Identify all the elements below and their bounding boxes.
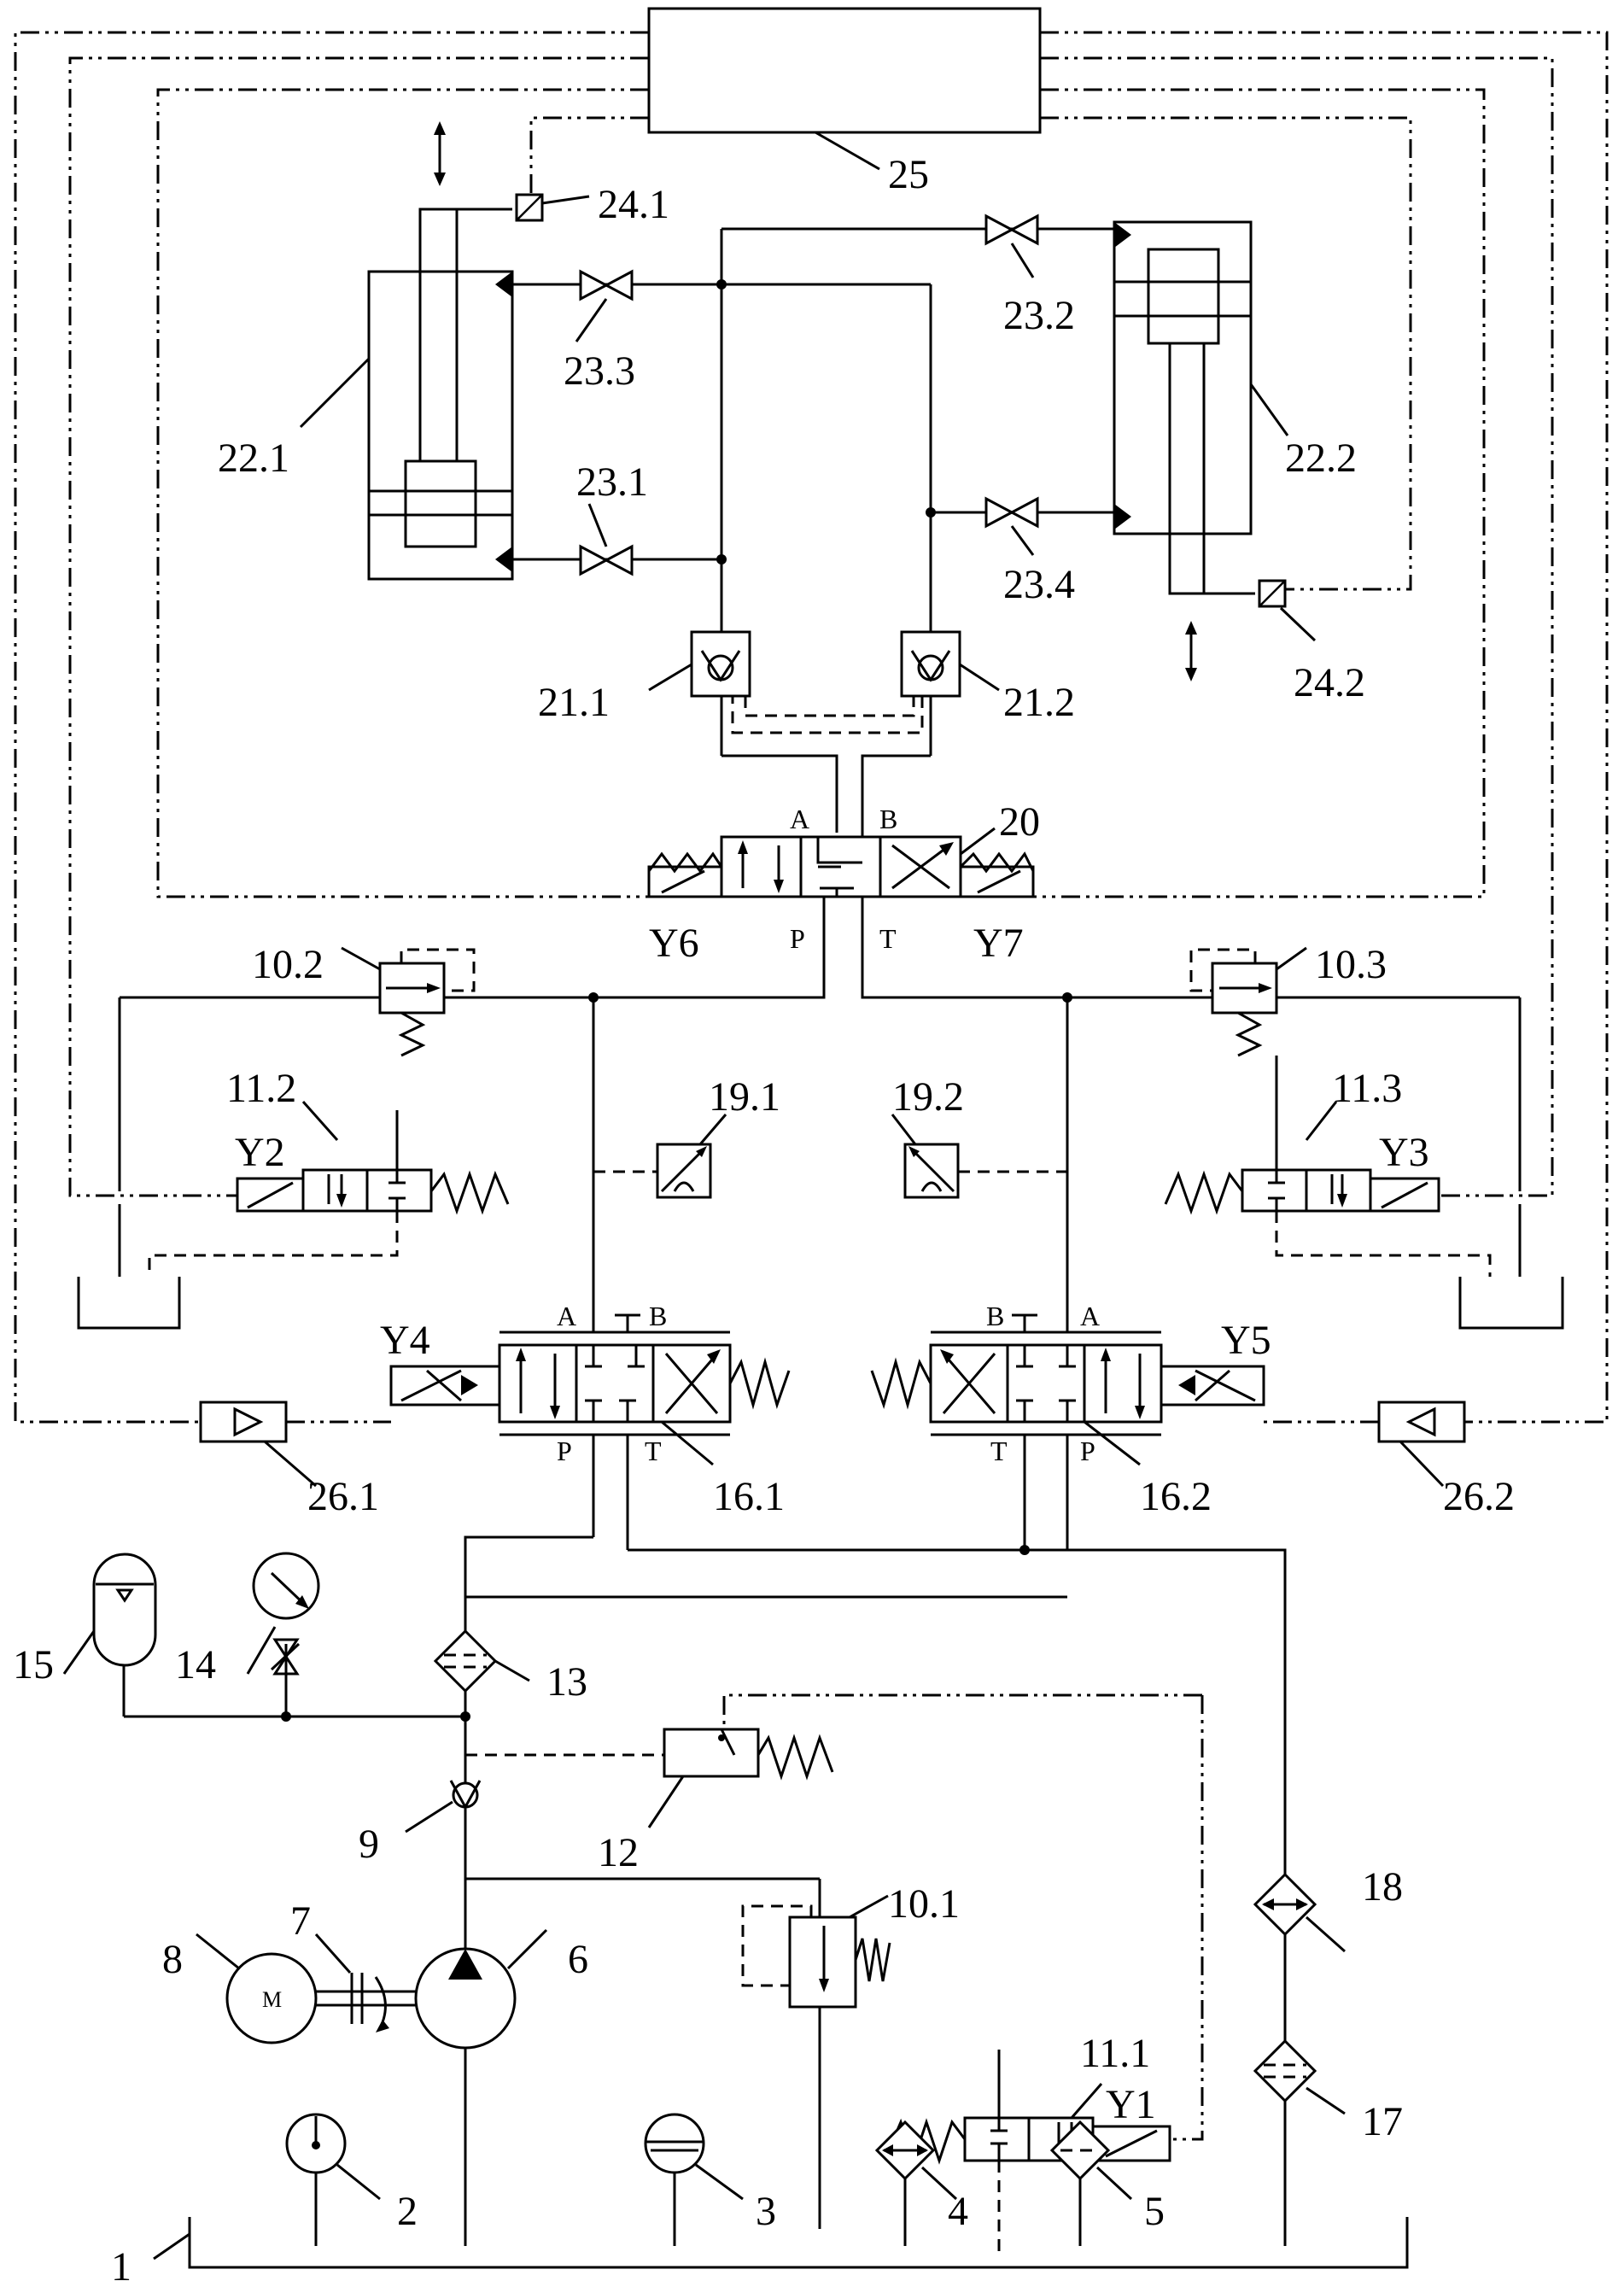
label-sensor-24-2: 24.2 <box>1294 660 1365 705</box>
label-filter-17: 17 <box>1362 2099 1403 2144</box>
label-valve-23-3: 23.3 <box>564 348 635 394</box>
solenoid-label-y5: Y5 <box>1221 1318 1271 1363</box>
filter-13 <box>435 1631 529 1691</box>
accumulator-15 <box>64 1554 155 1674</box>
label-tank-1: 1 <box>111 2244 131 2281</box>
port-20-t: T <box>879 923 897 954</box>
label-relief-10-2: 10.2 <box>252 942 324 987</box>
label-relief-10-1: 10.1 <box>888 1881 960 1927</box>
port-16-1-b: B <box>649 1301 667 1331</box>
valve-23-1 <box>581 504 632 574</box>
valve-23-4 <box>986 499 1037 555</box>
label-air-filter-4: 4 <box>948 2189 968 2234</box>
thermometer-2 <box>287 2114 380 2246</box>
port-20-p: P <box>790 923 805 954</box>
motor-symbol: M <box>262 1987 282 2012</box>
label-cylinder-22-1: 22.1 <box>218 436 289 481</box>
controller-25 <box>649 9 1040 169</box>
label-solenoid-11-3: 11.3 <box>1332 1066 1402 1111</box>
sensor-24-1 <box>517 195 589 220</box>
label-accumulator: 15 <box>13 1642 54 1687</box>
label-pressure-switch-12: 12 <box>598 1830 639 1875</box>
solenoid-label-y6: Y6 <box>649 921 699 966</box>
motion-arrows <box>434 121 1197 681</box>
solenoid-label-y7: Y7 <box>973 921 1024 966</box>
port-20-b: B <box>879 804 897 834</box>
label-controller: 25 <box>888 152 929 197</box>
solenoid-label-y3: Y3 <box>1379 1130 1429 1175</box>
label-solenoid-11-1: 11.1 <box>1080 2031 1150 2076</box>
label-solenoid-11-2: 11.2 <box>226 1066 296 1111</box>
solenoid-label-y4: Y4 <box>380 1318 430 1363</box>
label-valve-16-2: 16.2 <box>1140 1474 1212 1519</box>
label-valve-23-2: 23.2 <box>1003 293 1075 338</box>
label-valve-16-1: 16.1 <box>713 1474 785 1519</box>
label-motor-8: 8 <box>162 1937 183 1982</box>
coupling-7 <box>316 1934 416 2032</box>
reservoir-1 <box>154 2217 1407 2267</box>
label-pilot-check-21-1: 21.1 <box>538 680 610 725</box>
pilot-check-21-2 <box>902 632 999 756</box>
mid-piping <box>120 897 1520 1332</box>
sensor-19-2 <box>892 1114 1067 1197</box>
port-16-2-p: P <box>1080 1436 1095 1466</box>
port-20-a: A <box>790 804 809 834</box>
label-relief-10-3: 10.3 <box>1315 942 1387 987</box>
label-sensor-19-1: 19.1 <box>709 1074 780 1120</box>
solenoid-valve-11-3 <box>1165 1056 1490 1277</box>
port-16-2-t: T <box>990 1436 1008 1466</box>
label-cooler-18: 18 <box>1362 1864 1403 1910</box>
label-check-valve-9: 9 <box>359 1822 379 1867</box>
relief-10-3 <box>1191 948 1306 1056</box>
amplifier-26-1 <box>201 1402 316 1486</box>
pilot-check-21-1 <box>649 632 750 756</box>
labels: 25 24.1 23.2 23.3 22.1 22.2 23.1 23.4 21… <box>13 152 1515 2281</box>
port-16-2-a: A <box>1080 1301 1100 1331</box>
relief-10-2 <box>342 948 474 1056</box>
label-pump-6: 6 <box>568 1937 588 1982</box>
motor-8 <box>196 1934 316 2043</box>
label-coupling-7: 7 <box>290 1898 311 1944</box>
port-16-2-b: B <box>986 1301 1004 1331</box>
label-sensor-19-2: 19.2 <box>892 1074 964 1120</box>
tank-symbols <box>79 1277 1563 1328</box>
label-gauge-14: 14 <box>175 1642 216 1687</box>
check-valve-9 <box>406 1781 480 1832</box>
label-level-gauge-3: 3 <box>756 2189 776 2234</box>
solenoid-valve-11-2 <box>149 1102 508 1277</box>
gauge-14 <box>248 1553 318 1674</box>
label-valve-23-4: 23.4 <box>1003 562 1075 607</box>
pump-branch <box>465 1879 890 2229</box>
cylinder-22-1 <box>301 209 512 579</box>
label-valve-23-1: 23.1 <box>576 459 648 505</box>
solenoid-label-y2: Y2 <box>235 1130 285 1175</box>
sensor-19-1 <box>593 1114 726 1197</box>
label-valve-20: 20 <box>999 799 1040 845</box>
level-gauge-3 <box>646 2114 743 2246</box>
filter-17 <box>1255 2041 1345 2246</box>
label-thermometer-2: 2 <box>397 2189 418 2234</box>
port-16-1-p: P <box>557 1436 572 1466</box>
valve-23-3 <box>576 272 632 342</box>
valve-20 <box>649 828 1033 897</box>
label-pilot-check-21-2: 21.2 <box>1003 680 1075 725</box>
port-16-1-a: A <box>557 1301 576 1331</box>
valve-23-2 <box>986 216 1037 278</box>
port-16-1-t: T <box>645 1436 662 1466</box>
label-cylinder-22-2: 22.2 <box>1285 436 1357 481</box>
pressure-switch-12 <box>465 1729 832 1828</box>
cylinder-22-2 <box>1114 222 1288 594</box>
label-sensor-24-1: 24.1 <box>598 182 669 227</box>
label-amp-26-1: 26.1 <box>307 1474 379 1519</box>
label-filler-filter-5: 5 <box>1144 2189 1165 2234</box>
air-filter-4 <box>877 2122 956 2246</box>
solenoid-label-y1: Y1 <box>1106 2082 1156 2127</box>
pump-6 <box>416 1879 546 2246</box>
label-filter-13: 13 <box>546 1659 587 1705</box>
label-amp-26-2: 26.2 <box>1443 1474 1515 1519</box>
cooler-18 <box>1255 1875 1345 2050</box>
